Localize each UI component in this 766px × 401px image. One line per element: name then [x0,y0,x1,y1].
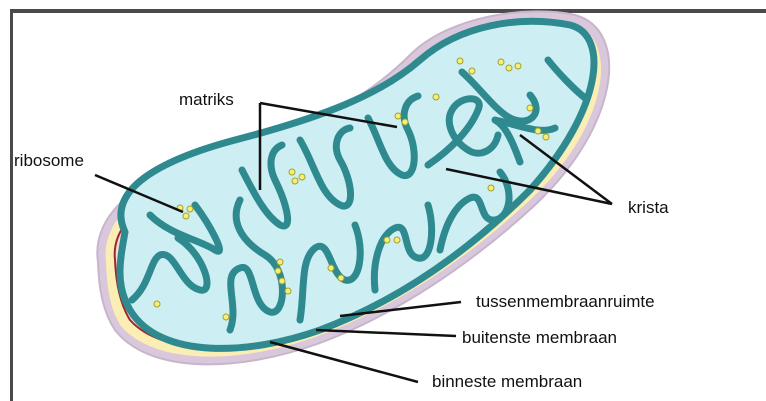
label-matriks: matriks [179,90,234,109]
ribosome-dot [183,213,189,219]
ribosome-dot [469,68,475,74]
ribosome-dot [384,237,390,243]
ribosome-dot [395,113,401,119]
label-buitenste-membraan: buitenste membraan [462,328,617,347]
ribosome-dot [285,288,291,294]
ribosome-dot [299,174,305,180]
label-tussenmembraanruimte: tussenmembraanruimte [476,292,655,311]
ribosome-dot [277,259,283,265]
ribosome-dot [402,119,408,125]
label-ribosome: ribosome [14,151,84,170]
ribosome-dot [223,314,229,320]
ribosome-dot [289,169,295,175]
label-binneste-membraan: binneste membraan [432,372,582,391]
ribosome-dot [187,206,193,212]
ribosome-dot [433,94,439,100]
ribosome-dot [498,59,504,65]
ribosome-dot [535,128,541,134]
ribosome-dot [488,185,494,191]
ribosome-dot [328,265,334,271]
ribosome-dot [292,178,298,184]
ribosome-dot [527,105,533,111]
ribosome-dot [154,301,160,307]
ribosome-dot [279,278,285,284]
label-krista: krista [628,198,669,217]
binneste-membraan-leader [270,342,418,382]
ribosome-dot [506,65,512,71]
ribosome-dot [338,275,344,281]
ribosome-dot [543,134,549,140]
ribosome-dot [275,268,281,274]
ribosome-dot [457,58,463,64]
ribosome-dot [394,237,400,243]
ribosome-dot [515,63,521,69]
